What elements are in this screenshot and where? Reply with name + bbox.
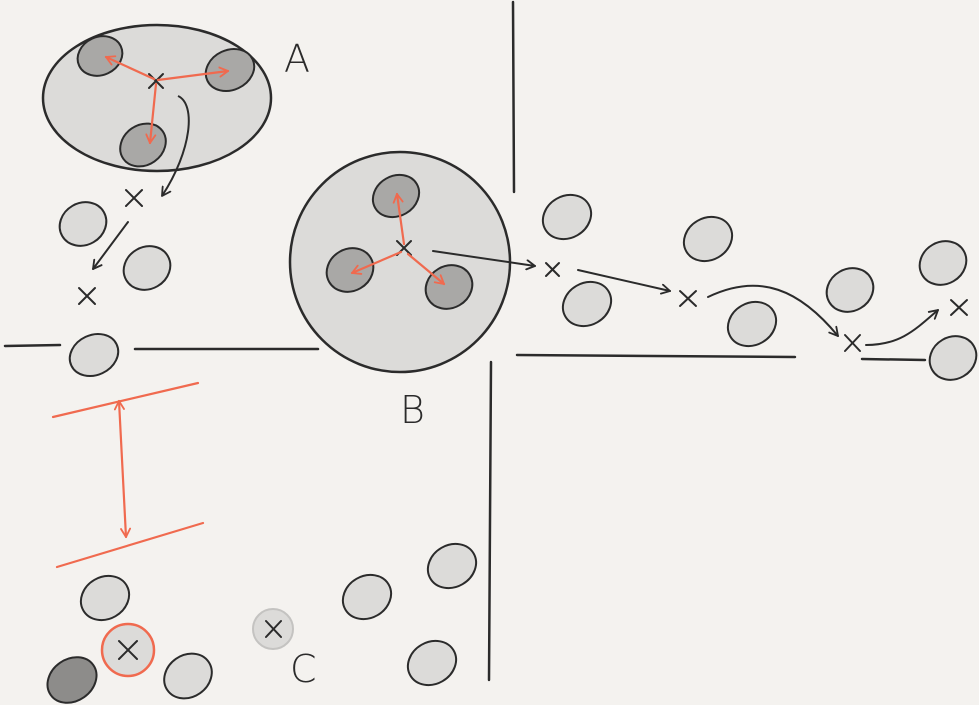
group-a-arrow-right (156, 66, 230, 82)
bracket-double-arrow (113, 399, 132, 539)
group-a-arrow-left (104, 55, 156, 81)
right-point-1 (541, 193, 593, 241)
group-c-x-icon (265, 620, 282, 638)
right-chain-arrow-4 (865, 309, 939, 346)
right-chain-x-icon-1 (545, 262, 560, 277)
group-a-red-arrows (104, 55, 230, 145)
distance-bracket (51, 381, 205, 569)
group-c: C (252, 542, 478, 691)
right-point-4 (726, 300, 778, 348)
label-b: B (400, 388, 425, 432)
right-point-2 (561, 280, 613, 328)
right-chain-arrow-1 (432, 250, 536, 271)
group-a-point-left (76, 35, 124, 77)
bracket-bottom-line (55, 521, 205, 569)
group-a-point-right (204, 48, 256, 92)
left-point-1 (58, 201, 108, 247)
group-a-exit-arrow (161, 95, 190, 197)
left-chain-x-icon-1 (125, 189, 143, 207)
left-chain-x-icon-2 (78, 287, 96, 305)
right-chain (432, 193, 978, 381)
group-b-arrow-right (406, 252, 446, 286)
right-chain-x-icon-4 (950, 299, 968, 316)
bottom-point-dark (46, 656, 98, 704)
right-point-7 (928, 335, 978, 381)
bottom-point-1 (79, 574, 131, 622)
label-c: C (290, 647, 317, 691)
group-b: B (288, 150, 512, 432)
bottom-left-cluster (46, 574, 213, 704)
right-chain-arrow-2 (577, 269, 671, 295)
right-chain-x-icon-3 (844, 334, 861, 352)
group-c-point-3 (406, 639, 458, 687)
divider-far-right-stub (860, 357, 927, 362)
group-b-red-arrows (350, 192, 446, 286)
right-point-6 (918, 240, 968, 286)
group-c-point-1 (341, 573, 393, 621)
divider-left-stub (3, 343, 62, 348)
group-b-arrow-top (392, 192, 406, 246)
divider-right-horizontal (515, 353, 797, 359)
right-point-5 (825, 267, 875, 313)
right-point-3 (682, 215, 734, 263)
group-b-arrow-left (350, 250, 403, 275)
divider-bottom-vertical (487, 360, 493, 682)
left-chain (58, 189, 172, 377)
left-point-2 (122, 245, 172, 291)
group-a: A (41, 23, 310, 197)
left-chain-arrow (92, 221, 129, 270)
left-point-3 (68, 333, 120, 377)
bracket-top-line (51, 381, 200, 419)
group-a-center-x-icon (148, 73, 164, 89)
divider-lines (3, 0, 927, 682)
group-b-point-left (325, 247, 375, 293)
bottom-point-2 (163, 652, 213, 700)
divider-top-vertical (511, 0, 516, 194)
highlighted-center-x-icon (118, 640, 138, 660)
label-a: A (284, 37, 310, 81)
group-a-arrow-bottom (145, 82, 158, 145)
right-chain-arrow-3 (707, 284, 839, 337)
right-chain-x-icon-2 (679, 290, 697, 307)
group-c-point-2 (426, 542, 478, 590)
